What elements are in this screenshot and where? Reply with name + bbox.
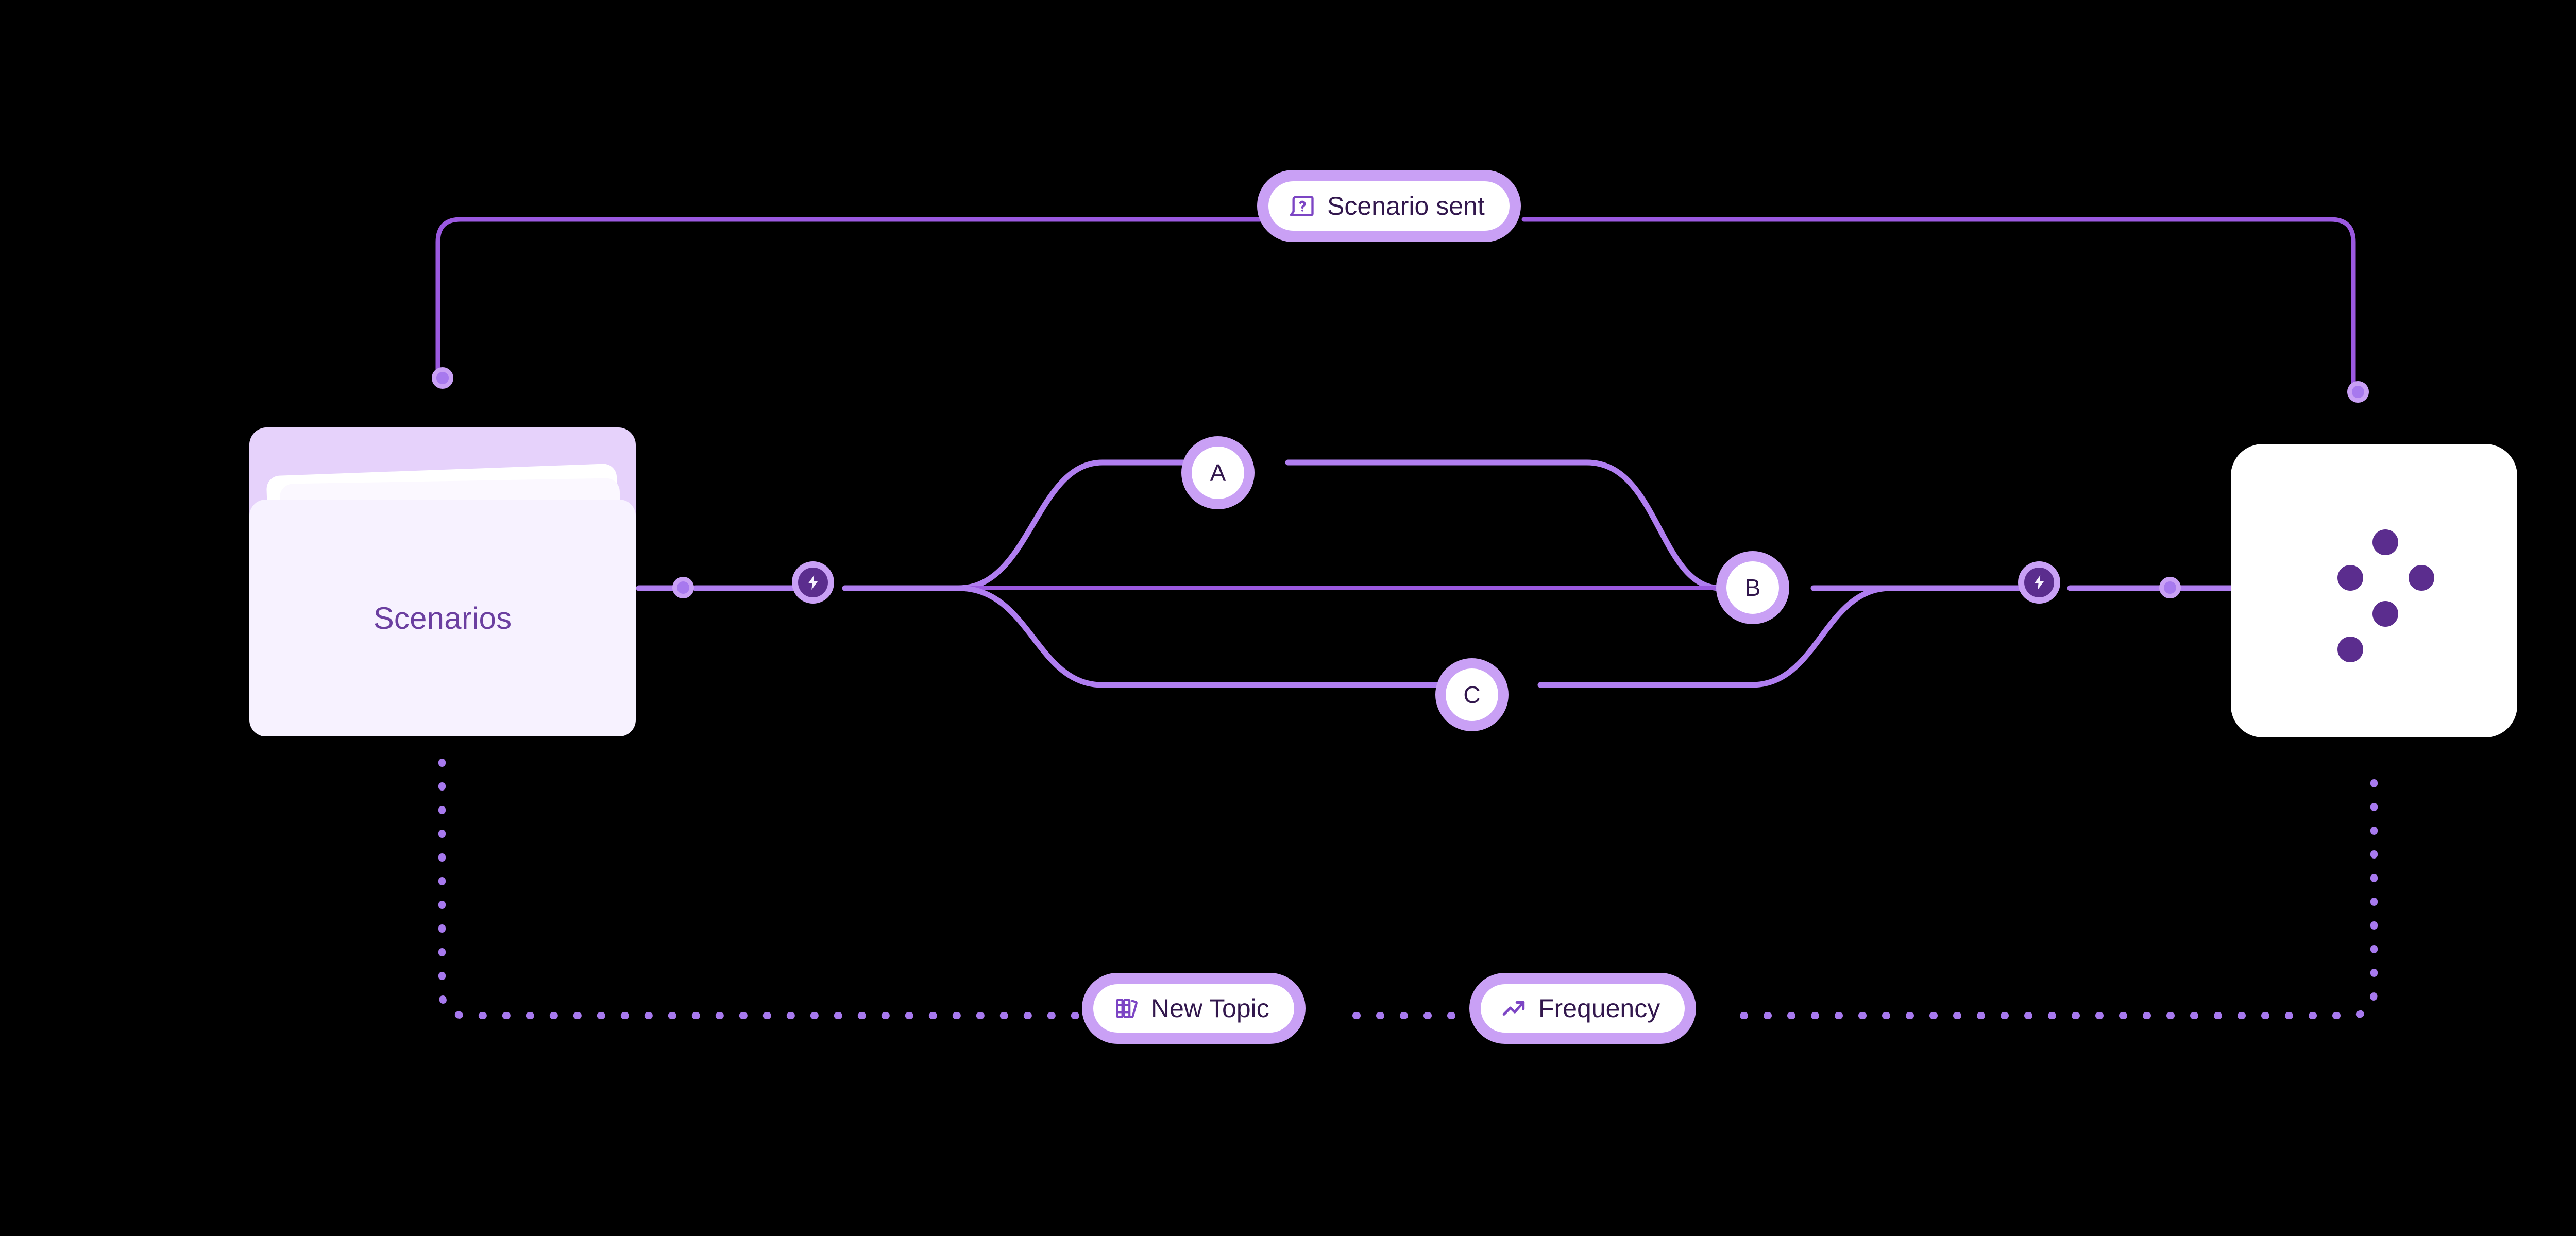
pill-new-topic[interactable]: New Topic bbox=[1082, 973, 1306, 1044]
branch-a-right bbox=[1285, 459, 1724, 591]
top-rail-left bbox=[435, 217, 1266, 376]
lightning-bolt-icon[interactable] bbox=[792, 561, 834, 604]
pill-scenario-sent[interactable]: Scenario sent bbox=[1257, 170, 1521, 242]
pill-new-topic-label: New Topic bbox=[1151, 994, 1269, 1023]
brand-dot-1 bbox=[2372, 529, 2398, 555]
flow-node-b[interactable]: B bbox=[1716, 551, 1789, 624]
flow-node-b-label: B bbox=[1744, 574, 1761, 601]
branch-a bbox=[955, 459, 1188, 591]
connector-endpoint-flow-left bbox=[672, 577, 694, 598]
brand-dot-4 bbox=[2372, 601, 2398, 627]
lightning-bolt-icon[interactable] bbox=[2018, 561, 2060, 604]
connector-endpoint-flow-right bbox=[2159, 577, 2181, 598]
branch-c-right bbox=[1537, 585, 1894, 688]
brand-dot-5 bbox=[2337, 637, 2363, 662]
folder-label: Scenarios bbox=[373, 600, 512, 636]
flow-node-a-label: A bbox=[1210, 459, 1226, 486]
folder-front-panel: Scenarios bbox=[249, 500, 636, 736]
flow-node-a[interactable]: A bbox=[1181, 436, 1255, 509]
connector-endpoint-top-right bbox=[2347, 381, 2369, 403]
flow-node-c-label: C bbox=[1463, 681, 1481, 708]
trending-up-icon bbox=[1501, 995, 1527, 1021]
pill-frequency-label: Frequency bbox=[1538, 994, 1660, 1023]
brand-dot-2 bbox=[2337, 565, 2363, 591]
library-books-icon bbox=[1114, 995, 1140, 1021]
brand-dot-3 bbox=[2409, 565, 2434, 591]
message-question-icon bbox=[1289, 193, 1316, 219]
bottom-rail-left bbox=[438, 759, 1092, 1019]
top-rail-right bbox=[1521, 217, 2356, 390]
pill-scenario-sent-label: Scenario sent bbox=[1327, 192, 1485, 220]
scenarios-folder[interactable]: Scenarios bbox=[249, 427, 636, 736]
branch-c bbox=[955, 585, 1440, 688]
pill-frequency[interactable]: Frequency bbox=[1469, 973, 1697, 1044]
bottom-rail-right bbox=[1740, 759, 2378, 1019]
connector-endpoint-top-left bbox=[432, 367, 453, 389]
flow-node-c[interactable]: C bbox=[1435, 658, 1509, 731]
brand-logo-card[interactable] bbox=[2231, 444, 2517, 737]
